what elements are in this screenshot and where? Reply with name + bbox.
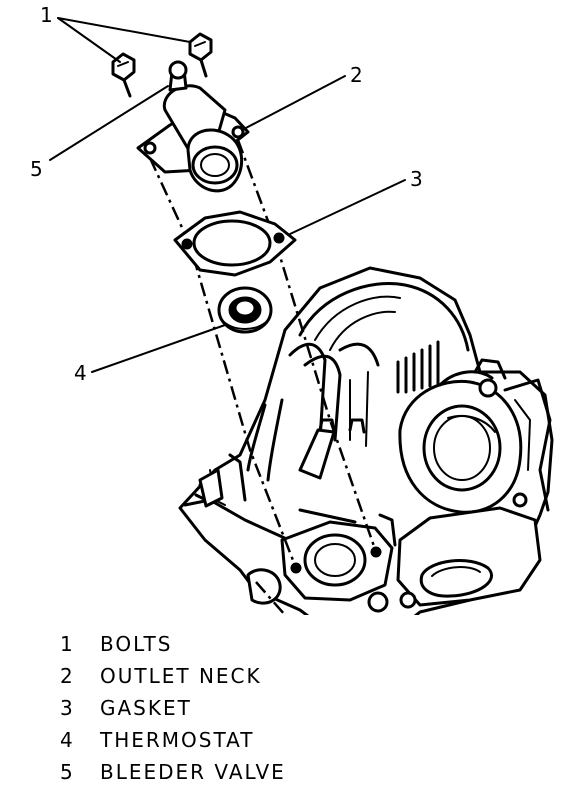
legend-item: 4 THERMOSTAT: [60, 724, 520, 756]
legend-label: OUTLET NECK: [100, 664, 262, 688]
legend-item: 2 OUTLET NECK: [60, 660, 520, 692]
bolts: [111, 32, 213, 98]
callout-1: 1: [40, 3, 53, 27]
alignment-lines: [148, 139, 378, 615]
legend-number: 5: [60, 760, 74, 784]
legend-label: GASKET: [100, 696, 192, 720]
intake-manifold: [178, 266, 554, 615]
callout-2: 2: [350, 63, 363, 87]
legend-number: 2: [60, 664, 74, 688]
thermostat-assembly-diagram: 1 2 3 4 5: [30, 3, 554, 615]
legend-label: BOLTS: [100, 632, 173, 656]
parts-legend: 1 BOLTS 2 OUTLET NECK 3 GASKET 4 THERMOS…: [60, 628, 520, 788]
legend-item: 1 BOLTS: [60, 628, 520, 660]
callout-5: 5: [30, 157, 43, 181]
bolt-right: [188, 32, 213, 78]
legend-number: 3: [60, 696, 74, 720]
gasket: [173, 210, 297, 277]
callout-3: 3: [410, 167, 423, 191]
legend-item: 3 GASKET: [60, 692, 520, 724]
legend-number: 1: [60, 632, 74, 656]
legend-number: 4: [60, 728, 74, 752]
outlet-neck: [136, 60, 250, 193]
leader-lines: [49, 17, 406, 373]
legend-label: BLEEDER VALVE: [100, 760, 286, 784]
callout-4: 4: [74, 361, 87, 385]
legend-label: THERMOSTAT: [100, 728, 255, 752]
legend-item: 5 BLEEDER VALVE: [60, 756, 520, 788]
thermostat: [217, 286, 273, 334]
